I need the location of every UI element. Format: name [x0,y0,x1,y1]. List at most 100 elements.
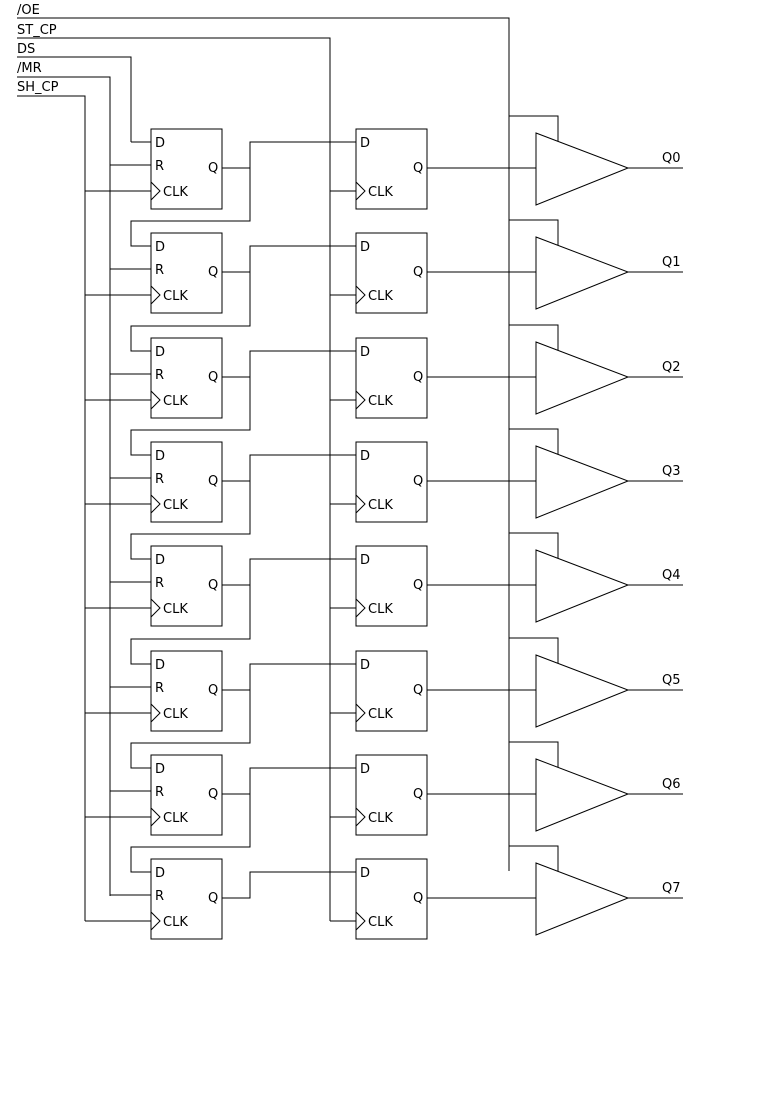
buffer-triangle [535,236,630,310]
shift-flipflop-box [150,337,223,419]
input-label-ds: DS [17,42,35,57]
q-to-storage-d [222,767,356,795]
pin-label-clk: CLK [368,394,393,409]
pin-label-d: D [155,136,165,151]
shift-flipflop-box [150,232,223,314]
pin-label-q: Q [413,578,423,593]
cascade-wire [130,377,251,456]
pin-label-d: D [360,658,370,673]
ds-line [17,56,132,142]
oe-to-buffer [509,637,559,663]
input-label-mr: /MR [17,61,42,76]
clock-edge-icon [355,807,366,827]
pin-label-q: Q [413,474,423,489]
buffer-triangle [535,445,630,519]
cascade-wire [130,481,251,560]
q-to-storage-d [222,245,356,273]
shift-flipflop-box [150,545,223,627]
output-label-q6: Q6 [662,777,681,792]
storage-flipflop-box [355,128,428,210]
pin-label-d: D [360,240,370,255]
pin-label-q: Q [208,161,218,176]
q-to-storage-d [222,871,356,899]
pin-label-clk: CLK [163,915,188,930]
output-buffer [535,654,630,728]
wires [17,17,510,921]
pin-label-clk: CLK [163,602,188,617]
cascade-wire [130,585,251,665]
cascade-wire [130,272,251,352]
cascade-wire [130,794,251,873]
pin-label-r: R [155,889,164,904]
storage-flipflop-box [355,337,428,419]
pin-label-q: Q [208,474,218,489]
pin-label-q: Q [208,578,218,593]
input-label-sh-cp: SH_CP [17,80,59,95]
pin-label-q: Q [208,683,218,698]
pin-label-d: D [360,136,370,151]
output-label-q4: Q4 [662,568,681,583]
pin-label-d: D [360,866,370,881]
pin-label-d: D [155,658,165,673]
clock-edge-icon [355,598,366,618]
pin-label-d: D [360,762,370,777]
pin-label-d: D [155,762,165,777]
pin-label-q: Q [208,265,218,280]
oe-to-buffer [509,428,559,454]
buffer-triangle [535,132,630,206]
clock-edge-icon [355,390,366,410]
pin-label-r: R [155,159,164,174]
cascade-wire [130,168,251,247]
buffer-triangle [535,758,630,832]
pin-label-clk: CLK [163,707,188,722]
pin-label-clk: CLK [368,602,393,617]
pin-label-q: Q [413,265,423,280]
clock-edge-icon [355,703,366,723]
input-label-oe: /OE [17,3,40,18]
clock-edge-icon [150,181,161,201]
oe-to-buffer [509,219,559,245]
output-buffer [535,236,630,310]
oe-to-buffer [509,115,559,141]
pin-label-clk: CLK [368,811,393,826]
oe-to-buffer [509,741,559,767]
storage-flipflop-box [355,858,428,940]
pin-label-clk: CLK [163,394,188,409]
pin-label-clk: CLK [163,498,188,513]
clock-edge-icon [150,807,161,827]
oe-to-buffer [509,532,559,558]
oe-bus [17,17,510,871]
pin-label-q: Q [413,683,423,698]
clock-edge-icon [355,911,366,931]
pin-label-d: D [360,553,370,568]
shift-flipflop-box [150,858,223,940]
storage-flipflop-box [355,650,428,732]
clock-edge-icon [150,285,161,305]
pin-label-q: Q [208,370,218,385]
pin-label-r: R [155,263,164,278]
clock-edge-icon [355,285,366,305]
pin-label-d: D [155,449,165,464]
pin-label-q: Q [208,891,218,906]
pin-label-clk: CLK [163,811,188,826]
pin-label-d: D [155,240,165,255]
buffer-triangle [535,341,630,415]
storage-flipflop: D Q CLK [355,545,428,627]
clock-edge-icon [355,181,366,201]
storage-flipflop-box [355,545,428,627]
clock-edge-icon [150,703,161,723]
clock-edge-icon [150,911,161,931]
shift-flipflop-box [150,650,223,732]
